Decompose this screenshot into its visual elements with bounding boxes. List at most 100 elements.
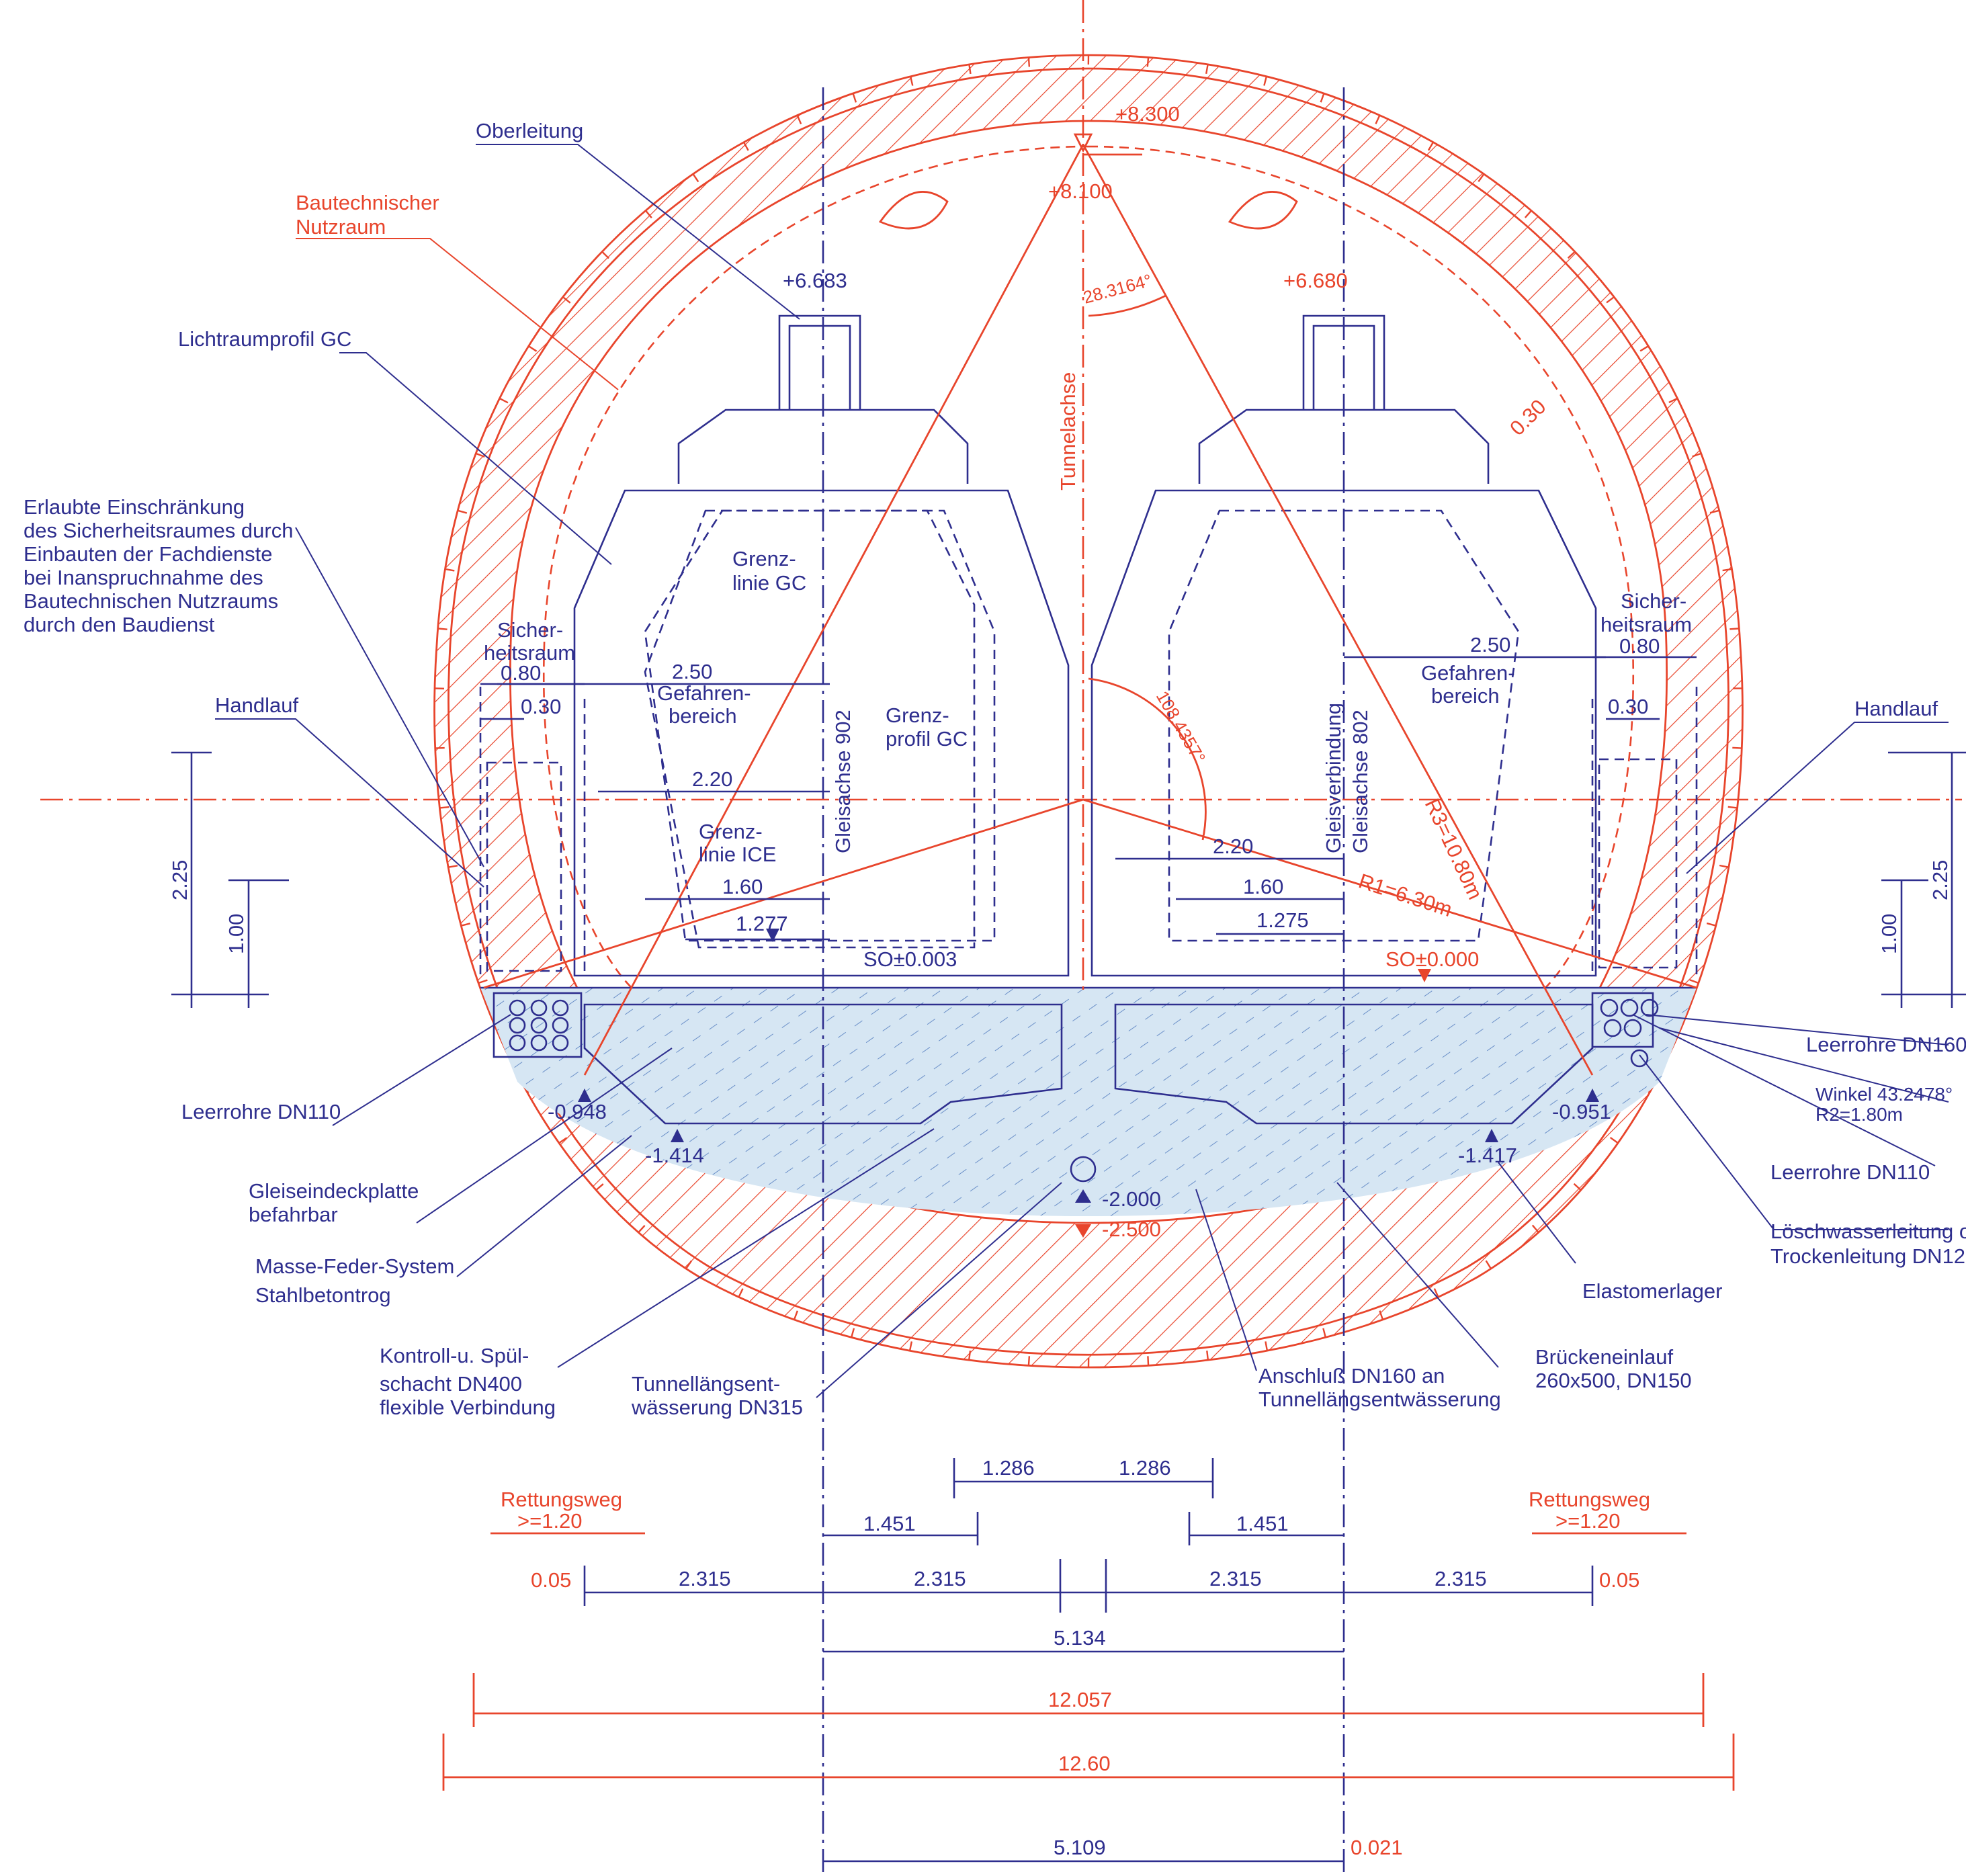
lining-tick — [692, 173, 699, 183]
duct-circle — [1620, 998, 1639, 1017]
leader-tunnellaengs — [816, 1182, 1062, 1398]
label-erlaubt-5: Bautechnischen Nutzraums — [24, 589, 278, 613]
label-grenz-ice-1: Grenz- — [699, 820, 763, 843]
lining-tick — [1692, 452, 1702, 458]
lining-tick — [1478, 173, 1485, 183]
label-sicher-left-val: 0.80 — [501, 661, 541, 685]
label-100-left: 1.00 — [224, 914, 248, 954]
geometry-construction — [483, 133, 1697, 1076]
elev-wire-right: +6.680 — [1283, 269, 1348, 292]
label-kontroll-3: flexible Verbindung — [380, 1396, 556, 1419]
lining-tick — [1609, 1136, 1619, 1144]
lining-tick — [1531, 1224, 1539, 1233]
overhead-fitting-right — [1228, 191, 1298, 230]
lining-tick — [478, 979, 488, 984]
lining-tick — [1689, 979, 1699, 984]
left-handrail-box — [486, 761, 562, 972]
label-225-right: 2.25 — [1928, 860, 1952, 900]
lining-tick — [1709, 509, 1719, 514]
label-erlaubt-4: bei Inanspruchnahme des — [24, 566, 263, 589]
duct-circle — [552, 1034, 569, 1052]
lining-tick — [1433, 1288, 1439, 1297]
lining-tick — [738, 1288, 744, 1297]
leader-erlaubte — [295, 527, 484, 867]
lining-tick — [1729, 628, 1740, 630]
lining-tick — [1379, 1310, 1384, 1320]
left-pantograph-inner — [788, 325, 851, 410]
elev-low-left-1: -0.948 — [548, 1100, 607, 1123]
label-bautech-2: Nutzraum — [296, 215, 386, 239]
duct-circle — [509, 1017, 526, 1034]
marker-low-right-2 — [1485, 1129, 1498, 1142]
dim-1286-left-label: 1.286 — [982, 1456, 1035, 1480]
so-left-label: SO±0.003 — [863, 947, 957, 971]
lining-tick — [793, 1310, 799, 1320]
label-tunnellaengs-1: Tunnellängsent- — [632, 1372, 780, 1396]
lining-tick — [1524, 210, 1532, 218]
right-pantograph-inner — [1312, 325, 1375, 410]
dim-2315-4-label: 2.315 — [1435, 1567, 1487, 1590]
lining-tick — [1706, 922, 1716, 927]
left-limit-ice — [644, 509, 976, 949]
label-erlaubt-6: durch den Baudienst — [24, 613, 215, 636]
lining-tick — [1320, 93, 1325, 103]
elev-low-right-2: -1.417 — [1458, 1144, 1517, 1167]
label-masse-2: Stahlbetontrog — [255, 1283, 391, 1307]
bottom-dimensions — [442, 1458, 1735, 1863]
lining-tick — [1567, 251, 1576, 259]
right-roof-profile — [1198, 409, 1490, 484]
rett-right-2: >=1.20 — [1555, 1509, 1621, 1533]
marker-drain-bottom — [1075, 1224, 1091, 1238]
leader-anschluss — [1195, 1189, 1257, 1371]
lining-tick — [852, 93, 857, 103]
duct-circle — [1623, 1019, 1642, 1037]
elev-low-left-2: -1.414 — [645, 1144, 704, 1167]
left-safety-zone — [479, 685, 586, 974]
leader-bruecken — [1336, 1182, 1499, 1368]
elev-crown-outer: +8.300 — [1115, 102, 1180, 126]
left-duct-circles — [509, 999, 569, 1052]
leader-leerrohre-left — [332, 1014, 511, 1126]
label-loesch-1: Löschwasserleitung o. — [1770, 1220, 1966, 1243]
lining-tick — [528, 345, 538, 352]
lining-tick — [1263, 76, 1268, 86]
radius-line-left-mid — [483, 798, 1084, 989]
leader-oberleitung — [476, 144, 800, 320]
elev-drain-bottom: -2.500 — [1102, 1218, 1161, 1241]
dim-5134-label: 5.134 — [1054, 1626, 1106, 1650]
dim-12057-label: 12.057 — [1048, 1688, 1112, 1711]
label-grenz-ice-2: linie ICE — [699, 843, 776, 866]
label-winkel-2: R2=1.80m — [1815, 1104, 1903, 1125]
label-gleiseindeck-2: befahrbar — [249, 1203, 338, 1226]
label-erlaubt-2: des Sicherheitsraumes durch — [24, 519, 293, 542]
label-gefahren-right-1: Gefahren- — [1421, 661, 1515, 685]
lining-tick — [1732, 747, 1742, 749]
lining-tick — [1727, 806, 1738, 809]
angle-top-label: 28.3164° — [1081, 270, 1154, 308]
right-vehicle-profiles — [1091, 314, 1698, 977]
leader-masse — [456, 1135, 632, 1277]
lining-tick — [638, 1225, 646, 1233]
label-gefahren-left-val: 2.50 — [672, 660, 712, 683]
marker-low-left-1 — [578, 1089, 591, 1102]
drain-pipe — [1070, 1156, 1097, 1183]
leader-lichtraum — [339, 352, 612, 565]
duct-circle — [509, 1034, 526, 1052]
right-handrail-box — [1598, 758, 1678, 969]
lining-tick — [1722, 568, 1732, 572]
track-trough — [480, 986, 1697, 1216]
label-anschluss-2: Tunnellängsentwässerung — [1258, 1388, 1501, 1411]
label-masse-1: Masse-Feder-System — [255, 1254, 454, 1278]
duct-circle — [1640, 998, 1659, 1017]
label-grenzprofil-2: profil GC — [886, 727, 968, 751]
radius-line-right-mid — [1082, 798, 1697, 989]
leader-elastomer — [1498, 1162, 1576, 1264]
dim-2315-1-label: 2.315 — [679, 1567, 731, 1590]
elev-crown-inner: +8.100 — [1048, 179, 1113, 203]
label-sicher-right-val: 0.80 — [1619, 634, 1660, 658]
clearance-dashed-line — [542, 145, 1635, 988]
dim-005-left-label: 0.05 — [531, 1568, 571, 1592]
left-clearance-profile — [573, 489, 1070, 977]
crown-mark — [1073, 133, 1093, 153]
